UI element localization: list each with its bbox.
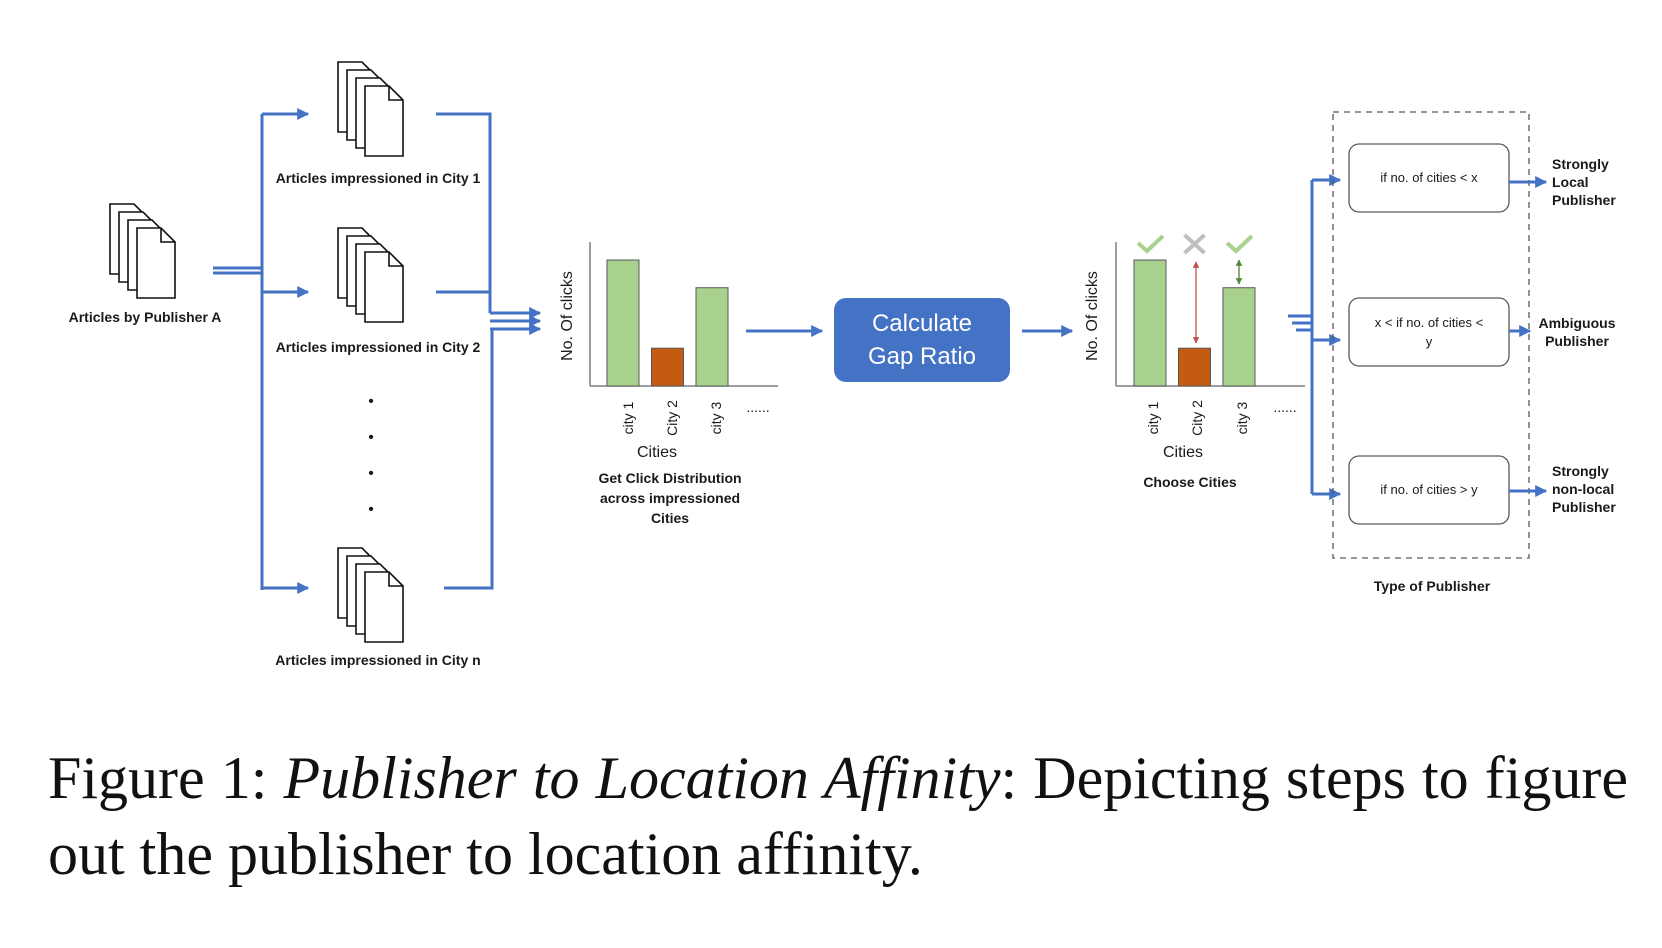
svg-text:Strongly: Strongly bbox=[1552, 463, 1609, 479]
step-1-caption-line-2: across impressioned bbox=[600, 490, 740, 506]
chart-2-xlabel: Cities bbox=[1163, 444, 1203, 461]
rule-strongly-non-local: if no. of cities > y bbox=[1348, 455, 1510, 525]
chart-1-ylabel: No. Of clicks bbox=[559, 271, 576, 361]
svg-text:•: • bbox=[368, 465, 374, 482]
city-1-label: Articles impressioned in City 1 bbox=[276, 170, 481, 186]
svg-text:•: • bbox=[368, 393, 374, 410]
document-stack-icon bbox=[109, 203, 176, 299]
chart-1-xlabel: Cities bbox=[637, 444, 677, 461]
svg-text:Gap Ratio: Gap Ratio bbox=[868, 343, 976, 370]
chosen-cities-chart: No. Of clicks city 1 City 2 city 3 .....… bbox=[1084, 233, 1305, 461]
caption-title: Publisher to Location Affinity bbox=[283, 745, 1001, 811]
chart-2-ylabel: No. Of clicks bbox=[1084, 271, 1101, 361]
bar-city-2 bbox=[1178, 347, 1211, 387]
svg-text:Calculate: Calculate bbox=[872, 310, 972, 337]
caption-rest: : Depicting steps to figure out the publ… bbox=[48, 745, 1628, 887]
result-strongly-non-local: Strongly non-local Publisher bbox=[1552, 463, 1616, 515]
result-strongly-local: Strongly Local Publisher bbox=[1552, 156, 1616, 208]
city-2-label: Articles impressioned in City 2 bbox=[276, 339, 481, 355]
rule-strongly-local: if no. of cities < x bbox=[1348, 143, 1510, 213]
caption-prefix: Figure 1: bbox=[48, 745, 284, 811]
svg-text:Publisher: Publisher bbox=[1545, 333, 1609, 349]
check-icon bbox=[1225, 234, 1254, 254]
rule-ambiguous: x < if no. of cities < y bbox=[1348, 297, 1510, 367]
calculate-gap-ratio-box: Calculate Gap Ratio bbox=[834, 298, 1010, 382]
svg-text:Strongly: Strongly bbox=[1552, 156, 1609, 172]
cross-icon bbox=[1183, 233, 1206, 255]
click-distribution-chart: No. Of clicks city 1 City 2 city 3 .....… bbox=[559, 242, 778, 461]
step-1-caption-line-3: Cities bbox=[651, 510, 689, 526]
bar-city-3 bbox=[695, 287, 729, 387]
svg-text:if no. of cities > y: if no. of cities > y bbox=[1380, 482, 1478, 497]
svg-text:Publisher: Publisher bbox=[1552, 499, 1616, 515]
chart-1-tick-2: City 2 bbox=[664, 400, 680, 436]
chart-1-tick-3: city 3 bbox=[708, 401, 724, 434]
branch-connector bbox=[1288, 174, 1342, 500]
svg-text:•: • bbox=[368, 429, 374, 446]
svg-text:non-local: non-local bbox=[1552, 481, 1614, 497]
check-icon bbox=[1136, 234, 1165, 254]
bar-city-3 bbox=[1222, 287, 1256, 387]
fan-out-connector bbox=[213, 108, 310, 594]
chart-1-tick-1: city 1 bbox=[620, 401, 636, 434]
svg-text:Publisher: Publisher bbox=[1552, 192, 1616, 208]
source-label: Articles by Publisher A bbox=[69, 309, 222, 325]
chart-2-tick-1: city 1 bbox=[1145, 401, 1161, 434]
bar-city-2 bbox=[651, 347, 684, 387]
chart-2-tick-3: city 3 bbox=[1234, 401, 1250, 434]
figure-caption: Figure 1: Publisher to Location Affinity… bbox=[48, 740, 1628, 892]
ellipsis-dots: • • • • bbox=[368, 393, 374, 518]
city-n-label: Articles impressioned in City n bbox=[275, 652, 480, 668]
chart-2-tick-2: City 2 bbox=[1189, 400, 1205, 436]
bar-city-1 bbox=[606, 259, 640, 387]
step-2-caption: Choose Cities bbox=[1143, 474, 1237, 490]
merge-connector bbox=[436, 112, 542, 590]
chart-2-more: ...... bbox=[1273, 399, 1296, 415]
step-1-caption-line-1: Get Click Distribution bbox=[598, 470, 741, 486]
svg-text:if no. of cities < x: if no. of cities < x bbox=[1380, 170, 1478, 185]
bar-city-1 bbox=[1133, 259, 1167, 387]
svg-text:y: y bbox=[1426, 334, 1433, 349]
svg-text:Ambiguous: Ambiguous bbox=[1539, 315, 1616, 331]
document-stack-icon bbox=[337, 547, 404, 643]
svg-text:•: • bbox=[368, 501, 374, 518]
document-stack-icon bbox=[337, 61, 404, 157]
publisher-type-title: Type of Publisher bbox=[1374, 578, 1491, 594]
chart-1-more: ...... bbox=[746, 399, 769, 415]
svg-text:x < if no. of cities <: x < if no. of cities < bbox=[1375, 315, 1483, 330]
result-ambiguous: Ambiguous Publisher bbox=[1539, 315, 1616, 349]
svg-text:Local: Local bbox=[1552, 174, 1589, 190]
document-stack-icon bbox=[337, 227, 404, 323]
